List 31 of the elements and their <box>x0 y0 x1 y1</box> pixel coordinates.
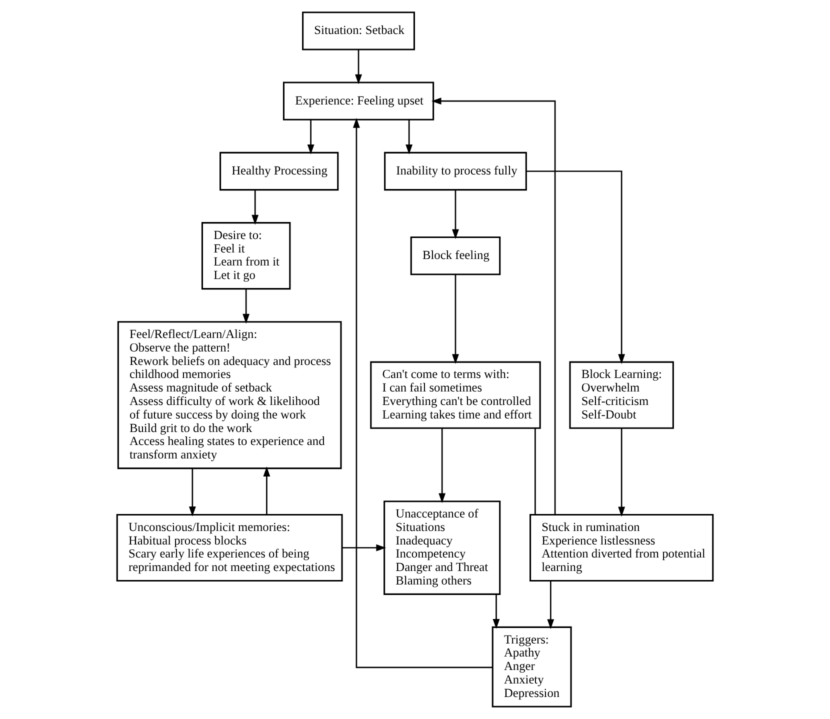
arrow <box>252 190 259 225</box>
node-box: Block Learning: Overwhelm Self-criticism Self-Doubt <box>569 361 674 429</box>
arrow <box>355 50 362 84</box>
node-box: Triggers: Apathy Anger Anxiety Depression <box>492 626 572 708</box>
arrow <box>188 468 196 516</box>
node-box: Unacceptance of Situations Inadequacy Incompetency Danger and Threat Blaming others <box>384 500 501 595</box>
arrow <box>406 120 413 154</box>
connector <box>534 428 536 515</box>
arrow <box>242 289 250 324</box>
node-box: Unconscious/Implicit memories: Habitual process blocks Scary early life experiences of being reprimanded for not meeting expectations <box>116 514 343 582</box>
arrow <box>547 580 554 630</box>
arrow <box>618 428 626 517</box>
arrow <box>431 98 556 515</box>
arrow <box>452 190 459 240</box>
arrow <box>438 428 446 504</box>
node-box: Inability to process fully <box>384 152 527 191</box>
arrow <box>452 274 459 364</box>
node-box: Experience: Feeling upset <box>282 82 434 120</box>
node-box: Healthy Processing <box>220 152 339 191</box>
arrow <box>307 120 314 154</box>
arrow <box>526 170 626 364</box>
node-box: Situation: Setback <box>302 12 415 50</box>
arrow <box>352 118 492 668</box>
node-box: Can't come to terms with: I can fail sometimes Everything can't be controlled Learning takes time and effort <box>370 361 541 429</box>
node-box: Stuck in rumination Experience listlessness Attention diverted from potential learning <box>530 514 714 582</box>
arrow <box>492 594 500 629</box>
arrow <box>342 544 386 552</box>
node-box: Feel/Reflect/Learn/Align: Observe the pattern! Rework beliefs on adequacy and process childhood memories Assess magnitude of setback Assess difficulty of work & likelihood of future success by doing the work Build grit to do the work Access healing states to experience and transform anxiety <box>117 321 342 470</box>
node-box: Block feeling <box>410 236 501 276</box>
node-box: Desire to: Feel it Learn from it Let it go <box>201 222 291 290</box>
arrow <box>263 466 270 515</box>
